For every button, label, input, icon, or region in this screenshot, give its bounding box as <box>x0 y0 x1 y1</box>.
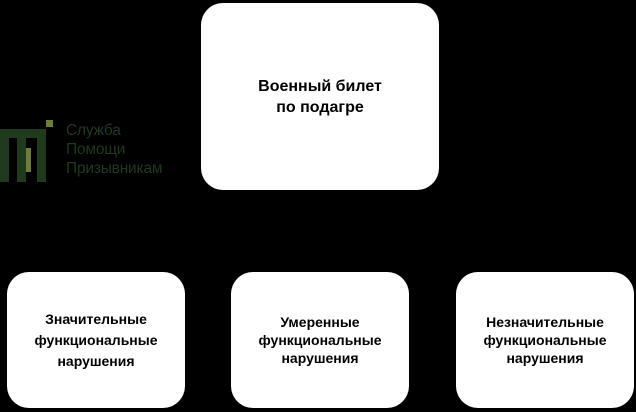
top-box-label-line: по подагре <box>276 98 364 116</box>
bottom-box-label-line: Значительные <box>45 310 147 327</box>
bottom-box-minor: Незначительные функциональные нарушения <box>456 272 634 408</box>
bottom-box-label-line: функциональные <box>258 332 382 348</box>
bottom-box-label: Умеренные функциональные нарушения <box>250 313 389 367</box>
bottom-box-label-line: функциональные <box>34 331 158 348</box>
top-box-label-line: Военный билет <box>258 77 382 95</box>
logo-text-line: Служба <box>66 122 121 139</box>
top-box: Военный билет по подагре <box>201 3 439 190</box>
bottom-box-label-line: нарушения <box>506 350 584 366</box>
bottom-box-label-line: Умеренные <box>280 314 360 330</box>
logo-mark-icon <box>0 120 53 182</box>
logo-text-line: Призывникам <box>66 160 163 177</box>
bottom-box-label-line: нарушения <box>281 350 359 366</box>
logo-text: Служба Помощи Призывникам <box>66 121 163 178</box>
logo: Служба Помощи Призывникам <box>0 120 172 186</box>
bottom-box-significant: Значительные функциональные нарушения <box>7 272 185 408</box>
bottom-box-moderate: Умеренные функциональные нарушения <box>231 272 409 408</box>
bottom-box-label-line: Незначительные <box>486 314 604 330</box>
logo-text-line: Помощи <box>66 141 126 158</box>
bottom-box-label: Незначительные функциональные нарушения <box>475 313 614 367</box>
bottom-box-label-line: нарушения <box>57 352 135 369</box>
bottom-box-label: Значительные функциональные нарушения <box>26 309 165 372</box>
bottom-box-label-line: функциональные <box>483 332 607 348</box>
top-box-label: Военный билет по подагре <box>250 76 390 118</box>
